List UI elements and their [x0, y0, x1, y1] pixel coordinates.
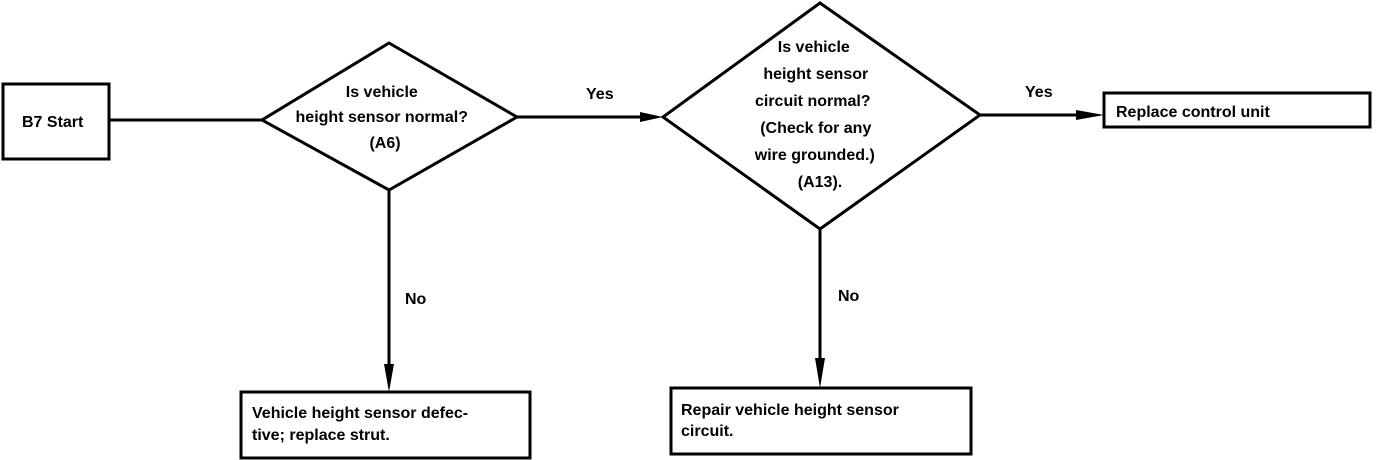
- arrowhead-decision2-no: [815, 358, 825, 388]
- decision-sensor-circuit: Is vehicle height sensor circuit normal?…: [660, 1, 983, 231]
- arrowhead-decision2-yes: [1076, 110, 1104, 120]
- sensor-defective-line: tive; replace strut.: [252, 427, 390, 444]
- arrowhead-decision1-yes: [640, 112, 663, 122]
- decision1-line: (A6): [369, 135, 400, 152]
- decision1-line: height sensor normal?: [296, 109, 468, 126]
- repair-circuit-box: [669, 386, 973, 456]
- start-box: [1, 82, 111, 161]
- edge-label-decision2-no: No: [838, 288, 860, 305]
- decision1-line: Is vehicle: [346, 84, 418, 101]
- replace-control-unit-box: [1102, 91, 1372, 129]
- outcome-sensor-defective: Vehicle height sensor defec- tive; repla…: [239, 390, 532, 460]
- decision2-diamond: [660, 1, 983, 231]
- decision2-text: Is vehicle height sensor circuit normal?…: [754, 39, 879, 191]
- sensor-defective-line: Vehicle height sensor defec-: [252, 405, 468, 422]
- start-label: B7 Start: [22, 114, 84, 131]
- repair-circuit-text: Repair vehicle height sensor circuit.: [681, 402, 903, 440]
- decision2-line: circuit normal?: [755, 93, 871, 110]
- decision-height-sensor: Is vehicle height sensor normal? (A6): [259, 41, 521, 192]
- sensor-defective-text: Vehicle height sensor defec- tive; repla…: [252, 405, 473, 444]
- decision2-line: (Check for any: [760, 120, 871, 137]
- edge-label-decision1-yes: Yes: [586, 86, 614, 103]
- decision1-diamond: [259, 41, 521, 192]
- edge-label-decision1-no: No: [405, 291, 427, 308]
- decision2-line: (A13).: [798, 174, 842, 191]
- arrowhead-decision1-no: [384, 364, 394, 392]
- edge-label-decision2-yes: Yes: [1025, 84, 1053, 101]
- decision2-line: wire grounded.): [754, 147, 875, 164]
- repair-circuit-line: circuit.: [681, 423, 733, 440]
- repair-circuit-line: Repair vehicle height sensor: [681, 402, 899, 419]
- outcome-repair-circuit: Repair vehicle height sensor circuit.: [669, 386, 973, 456]
- sensor-defective-box: [239, 390, 532, 460]
- replace-control-unit-line: Replace control unit: [1116, 104, 1270, 121]
- decision2-line: Is vehicle: [778, 39, 850, 56]
- decision2-line: height sensor: [763, 66, 868, 83]
- outcome-replace-control-unit: Replace control unit: [1102, 91, 1372, 129]
- replace-control-unit-text: Replace control unit: [1116, 104, 1270, 121]
- decision1-text: Is vehicle height sensor normal? (A6): [296, 84, 473, 152]
- start-node: B7 Start: [1, 82, 111, 161]
